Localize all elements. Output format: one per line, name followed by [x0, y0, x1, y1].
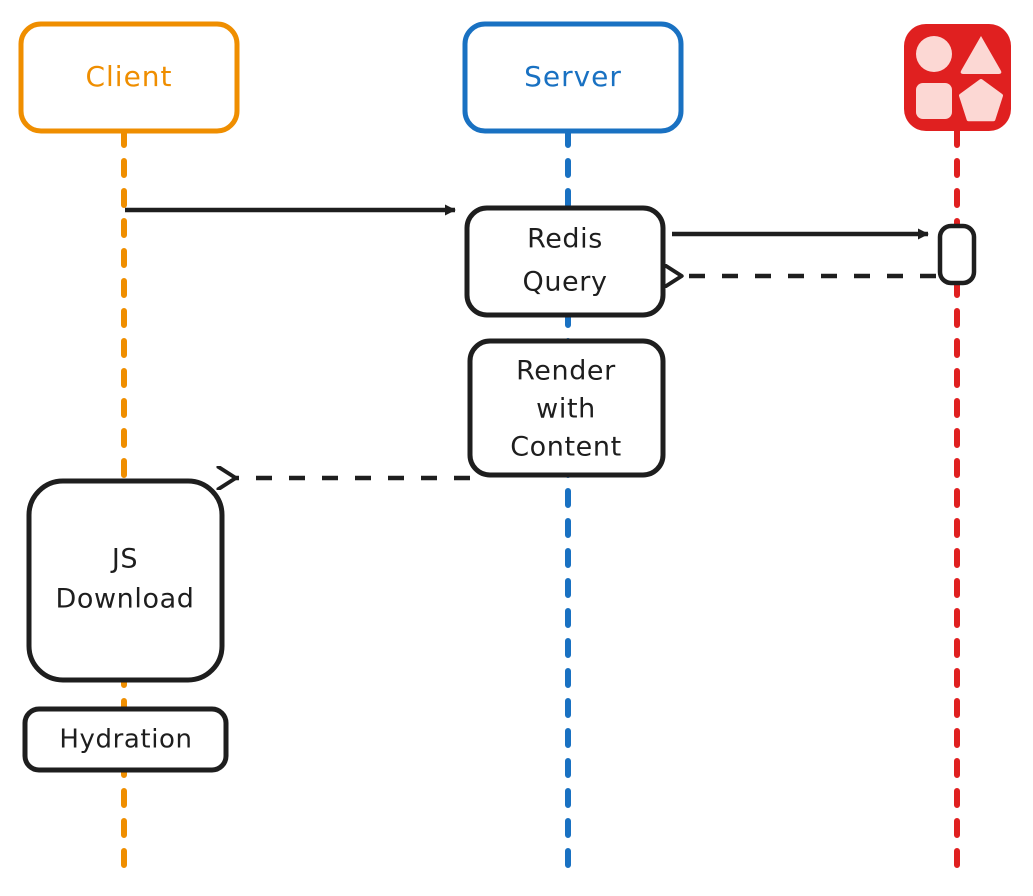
- activation-render-line-1: Render: [516, 356, 616, 387]
- actor-client[interactable]: Client: [18, 21, 240, 134]
- activation-db-box[interactable]: [937, 223, 977, 286]
- actor-client-box[interactable]: [18, 21, 240, 134]
- messages-layer: [125, 204, 936, 478]
- activation-db[interactable]: [937, 223, 977, 286]
- actor-database[interactable]: [904, 24, 1011, 131]
- actor-server-label: Server: [524, 60, 622, 93]
- actor-client-label: Client: [85, 60, 172, 93]
- activation-render-with-content[interactable]: Render with Content: [467, 338, 666, 478]
- activation-js-download-line-2: Download: [55, 584, 194, 615]
- activation-render-line-2: with: [536, 394, 596, 425]
- activation-render-with-content-box[interactable]: [467, 338, 666, 478]
- activation-render-line-3: Content: [510, 432, 622, 463]
- rounded-square-icon: [916, 83, 952, 119]
- activation-redis-query[interactable]: Redis Query: [464, 205, 666, 318]
- triangle-icon: [960, 36, 1002, 74]
- activation-hydration-box[interactable]: [22, 706, 229, 773]
- actor-server[interactable]: Server: [462, 21, 684, 134]
- activation-redis-query-box[interactable]: [464, 205, 666, 318]
- pentagon-icon: [959, 79, 1003, 122]
- activation-js-download-box[interactable]: [26, 478, 225, 683]
- activation-redis-query-line-2: Query: [522, 267, 607, 298]
- activation-hydration-label: Hydration: [59, 725, 192, 755]
- activation-hydration[interactable]: Hydration: [22, 706, 229, 773]
- circle-icon: [916, 36, 952, 72]
- activation-redis-query-line-1: Redis: [527, 224, 603, 255]
- actor-server-box[interactable]: [462, 21, 684, 134]
- activation-js-download-line-1: JS: [110, 544, 138, 575]
- activation-js-download[interactable]: JS Download: [26, 478, 225, 683]
